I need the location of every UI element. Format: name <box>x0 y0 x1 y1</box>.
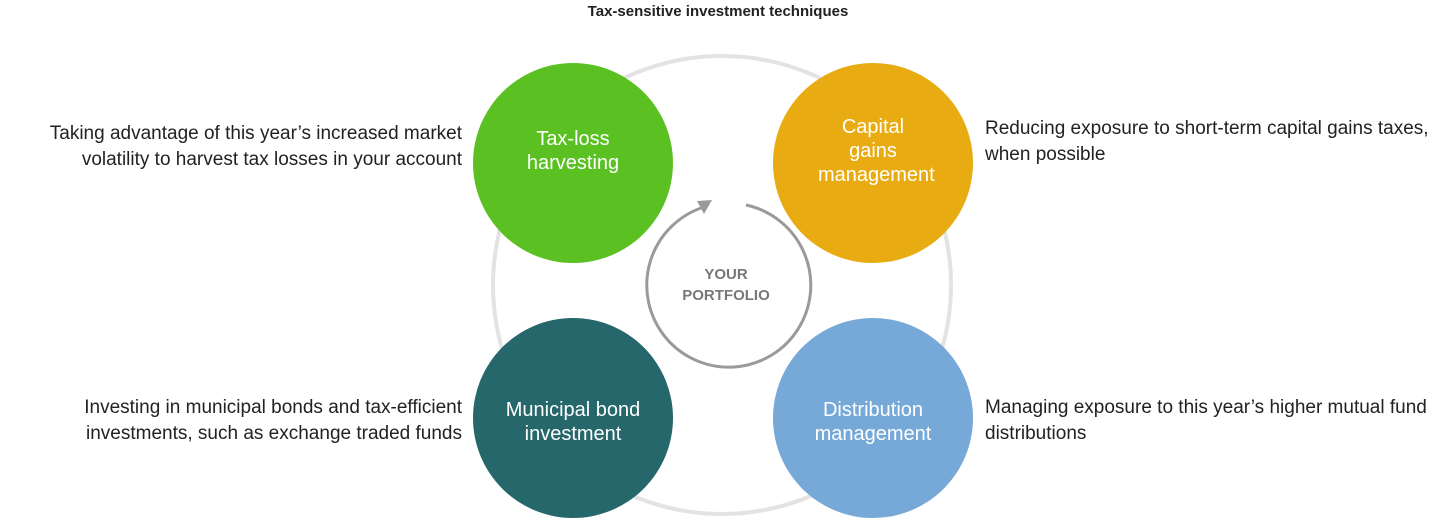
label-capital-gains: Capital gains management <box>818 116 935 186</box>
label-distribution: Distribution management <box>814 399 932 445</box>
circle-distribution <box>773 318 973 518</box>
center-label-line1: YOUR <box>704 266 748 283</box>
arrowhead-icon <box>697 200 712 214</box>
label-tax-loss: Tax-loss harvesting <box>526 128 620 174</box>
desc-distribution: Managing exposure to this year’s higher … <box>985 397 1427 444</box>
circle-municipal <box>473 318 673 518</box>
center-label-line2: PORTFOLIO <box>682 287 770 304</box>
diagram-title: Tax-sensitive investment techniques <box>587 3 849 20</box>
desc-municipal: Investing in municipal bonds and tax-eff… <box>84 397 462 444</box>
circle-tax-loss <box>473 63 673 263</box>
desc-capital-gains: Reducing exposure to short-term capital … <box>985 118 1429 165</box>
circle-capital-gains <box>773 63 973 263</box>
desc-tax-loss: Taking advantage of this year’s increase… <box>49 123 462 170</box>
cycle-arrow-icon <box>645 203 813 369</box>
center-label: YOUR PORTFOLIO <box>646 264 806 306</box>
outer-ring <box>491 54 953 516</box>
label-municipal: Municipal bond investment <box>505 399 641 445</box>
